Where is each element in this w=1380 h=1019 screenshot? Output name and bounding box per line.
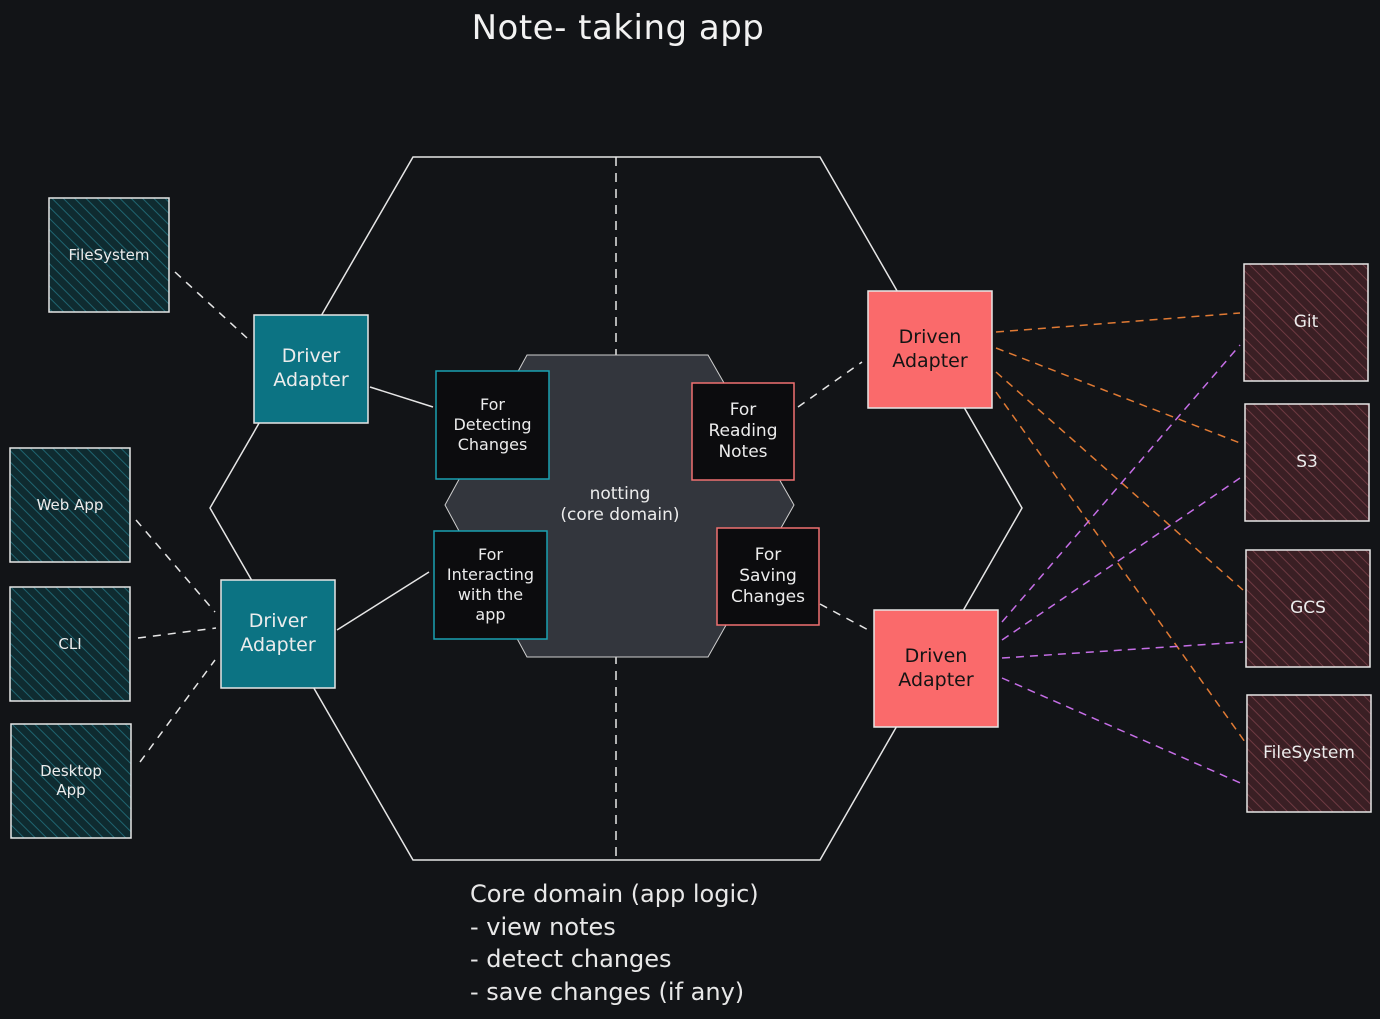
driver-source-links (135, 271, 248, 763)
source-desktop-app-box (10, 723, 132, 839)
port-saving-box (716, 527, 820, 626)
core-domain-label: notting (core domain) (560, 483, 680, 525)
diagram-title: Note- taking app (471, 8, 765, 48)
driven-adapter-top-label: Driven Adapter (892, 325, 968, 372)
outer-hexagon (209, 156, 1023, 861)
source-cli-label: CLI (58, 634, 82, 653)
port-interacting-label: For Interacting with the app (446, 545, 535, 624)
target-s3-label: S3 (1296, 451, 1318, 472)
source-web-app-box (9, 447, 131, 563)
target-git-box (1243, 263, 1369, 382)
source-filesystem-label: FileSystem (68, 245, 150, 264)
target-gcs-label: GCS (1290, 597, 1326, 618)
notes-line-2: - view notes (470, 912, 616, 941)
driven-adapter-bottom-box (873, 609, 999, 728)
driver-adapter-bottom-label: Driver Adapter (240, 610, 316, 656)
port-detecting-label: For Detecting Changes (453, 395, 532, 454)
driven-bottom-links (1001, 344, 1246, 786)
target-filesystem-label: FileSystem (1263, 742, 1355, 763)
target-git-label: Git (1293, 311, 1319, 332)
port-detecting-box (435, 370, 550, 480)
source-filesystem-box (48, 197, 170, 313)
driven-adapter-top-box (867, 290, 993, 409)
notes-line-4: - save changes (if any) (470, 977, 745, 1006)
driver-adapter-top-box (253, 314, 369, 424)
port-saving-label: For Saving Changes (731, 544, 805, 608)
target-s3-box (1244, 403, 1370, 522)
driven-top-links (995, 312, 1246, 743)
source-web-app-label: Web App (36, 495, 104, 514)
target-filesystem-box (1246, 694, 1372, 813)
port-reading-box (691, 382, 795, 481)
port-reading-label: For Reading Notes (708, 399, 778, 463)
source-desktop-app-label: Desktop App (40, 762, 102, 799)
notes-line-3: - detect changes (470, 945, 672, 973)
target-gcs-box (1245, 549, 1371, 668)
core-domain-notes: Core domain (app logic) - view notes - d… (470, 878, 890, 1008)
notes-line-1: Core domain (app logic) (470, 880, 759, 908)
port-driven-links (797, 361, 873, 633)
driver-adapter-top-label: Driver Adapter (273, 345, 349, 391)
driver-port-links (336, 386, 434, 631)
port-interacting-box (433, 530, 548, 640)
driver-adapter-bottom-box (220, 579, 336, 689)
source-cli-box (9, 586, 131, 702)
driven-adapter-bottom-label: Driven Adapter (898, 644, 974, 691)
